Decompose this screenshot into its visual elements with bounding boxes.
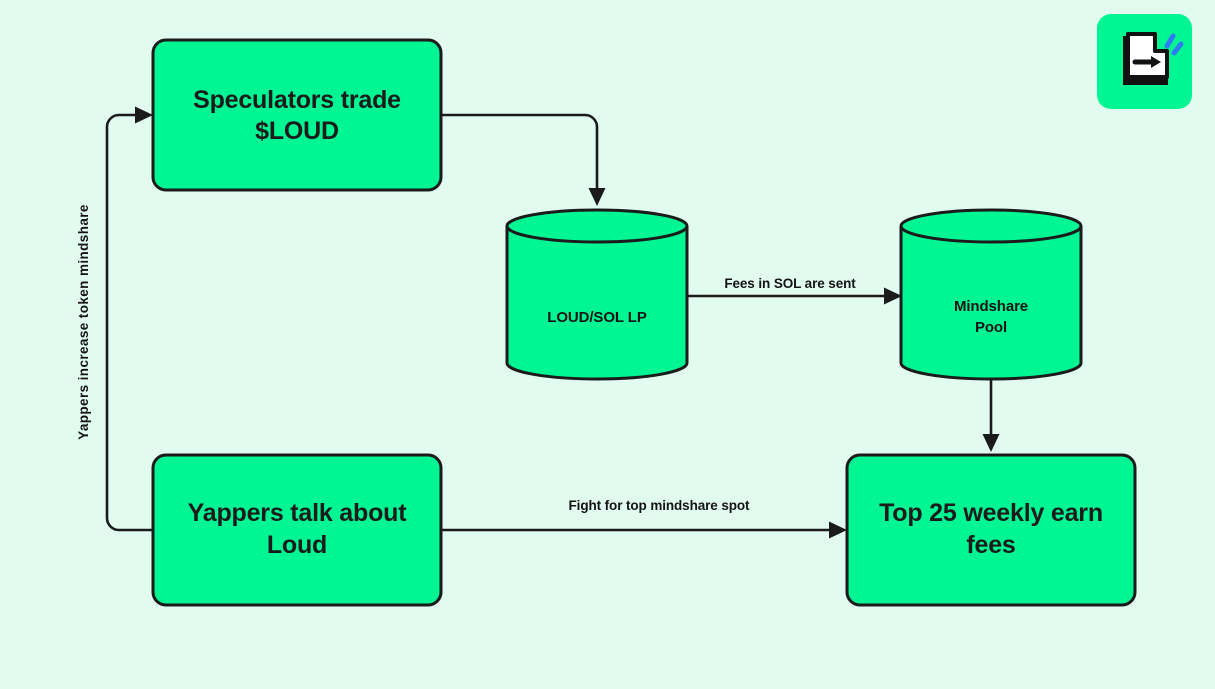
node-mindshare-pool[interactable]: Mindshare Pool: [899, 208, 1083, 381]
node-speculators-label-line2: $LOUD: [255, 117, 339, 145]
node-yappers-fill: [153, 455, 441, 605]
edge-speculators-to-lp-line: [441, 113, 599, 192]
edge-yappers-to-top25-arrowhead: [829, 521, 847, 539]
node-yappers-label-line2: Loud: [267, 531, 327, 559]
node-mindshare-pool-top-outline: [899, 208, 1083, 244]
document-arrow-icon: [1123, 32, 1184, 85]
node-yappers-outline: [151, 453, 443, 607]
node-speculators-label-line1: Speculators trade: [193, 86, 401, 114]
document-shape: [1126, 32, 1169, 79]
app-logo[interactable]: [1097, 14, 1192, 109]
edge-yappers-to-speculators: Yappers increase token mindshare: [76, 106, 153, 532]
node-speculators-outline: [151, 38, 443, 192]
sparkle-dash-2: [1171, 41, 1184, 56]
edge-speculators-to-lp-arrowhead: [588, 188, 606, 206]
node-loud-sol-lp-fill: [507, 210, 687, 379]
edge-speculators-to-lp: [441, 113, 606, 206]
edge-yappers-to-speculators-arrowhead: [135, 106, 153, 124]
node-loud-sol-lp-label: LOUD/SOL LP: [547, 309, 647, 326]
arrow-head-icon: [1151, 56, 1161, 68]
node-mindshare-pool-body-outline: [899, 226, 1083, 381]
edge-label-yappers-increase-token-mindshare: Yappers increase token mindshare: [76, 204, 91, 440]
node-mindshare-pool-label-line2: Pool: [975, 319, 1007, 336]
node-loud-sol-lp[interactable]: LOUD/SOL LP: [505, 208, 689, 381]
edge-yappers-to-top25: Fight for top mindshare spot: [441, 498, 847, 539]
node-loud-sol-lp-top-outline: [505, 208, 689, 244]
node-mindshare-pool-fill: [901, 210, 1081, 379]
node-top25[interactable]: Top 25 weekly earn fees: [845, 453, 1137, 607]
node-yappers[interactable]: Yappers talk about Loud: [151, 453, 443, 607]
edge-mindshare-to-top25: [982, 378, 1000, 452]
edge-mindshare-to-top25-arrowhead: [982, 434, 1000, 452]
node-mindshare-pool-top-fill: [901, 210, 1081, 242]
node-top25-label-line2: fees: [966, 531, 1015, 559]
node-speculators[interactable]: Speculators trade $LOUD: [151, 38, 443, 192]
node-mindshare-pool-label-line1: Mindshare: [954, 298, 1028, 315]
node-yappers-label-line1: Yappers talk about: [188, 499, 408, 527]
node-top25-label-line1: Top 25 weekly earn: [879, 499, 1103, 527]
sparkle-dash-1: [1164, 33, 1176, 49]
edge-yappers-to-speculators-line: [105, 113, 153, 532]
edge-lp-to-mindshare: Fees in SOL are sent: [687, 276, 902, 305]
node-top25-fill: [847, 455, 1135, 605]
node-loud-sol-lp-top-fill: [507, 210, 687, 242]
edge-lp-to-mindshare-arrowhead: [884, 287, 902, 305]
node-top25-outline: [845, 453, 1137, 607]
edge-label-fight-for-top-mindshare: Fight for top mindshare spot: [569, 498, 751, 513]
node-speculators-fill: [153, 40, 441, 190]
edge-label-fees-in-sol: Fees in SOL are sent: [724, 276, 856, 291]
node-loud-sol-lp-body-outline: [505, 226, 689, 381]
